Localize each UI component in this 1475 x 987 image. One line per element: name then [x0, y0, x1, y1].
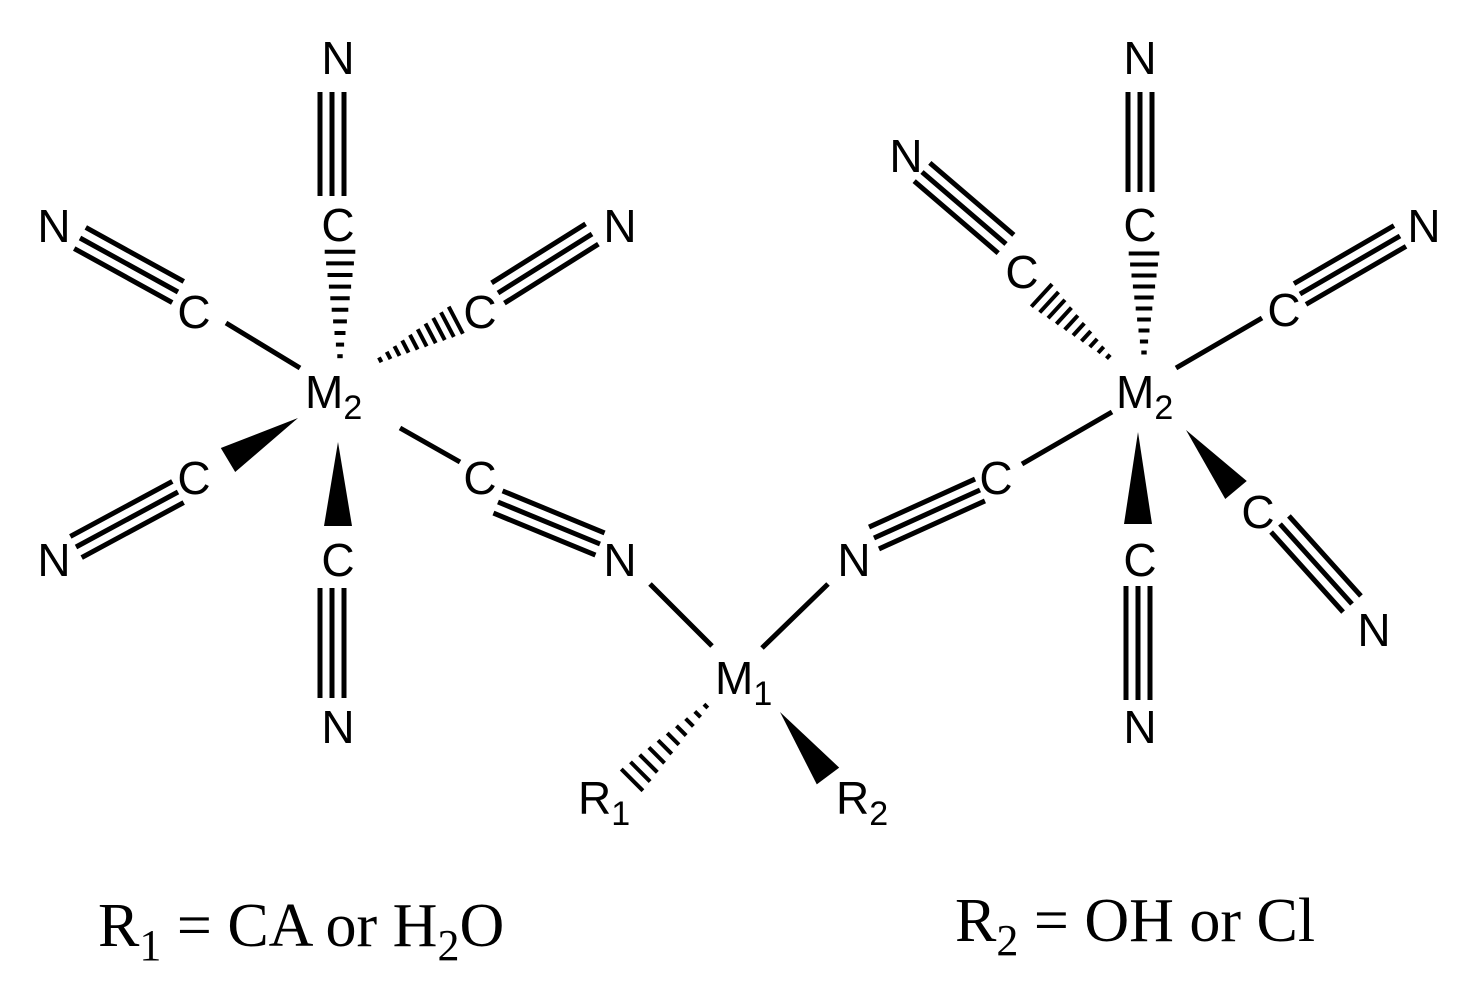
- atom-c-right-bottom: C: [1123, 534, 1156, 586]
- metal-m1-center: M1: [715, 652, 772, 713]
- atom-c-right-top: C: [1123, 199, 1156, 251]
- atom-c-left-top: C: [321, 199, 354, 251]
- atom-c-right-lower-right: C: [1241, 486, 1274, 538]
- atom-n-left-top: N: [321, 32, 354, 84]
- atom-n-right-top: N: [1123, 32, 1156, 84]
- bond-left-m2-to-bridge-c: [398, 425, 462, 465]
- atom-c-left-lower-left: C: [177, 452, 210, 504]
- caption-r1-definition: R1 = CA or H2O: [98, 892, 504, 970]
- atom-c-right-upper-left: C: [1005, 246, 1038, 298]
- bond-left-m2-to-upper-left-c: [224, 320, 302, 371]
- wedge-bond-right-m2-to-lower-right-c: [1186, 430, 1247, 499]
- atom-n-right-upper-left: N: [889, 130, 922, 182]
- bond-right-m2-to-upper-right-c: [1174, 315, 1264, 371]
- bond-left-n-to-m1: [648, 582, 714, 648]
- caption-r2-definition: R2 = OH or Cl: [955, 887, 1315, 965]
- atom-n-left-lower-left: N: [37, 534, 70, 586]
- hashed-bond-left-m2-to-upper-right-c: [377, 305, 465, 364]
- atom-n-right-upper-right: N: [1407, 200, 1440, 252]
- wedge-bond-left-m2-to-bottom-c: [324, 442, 352, 526]
- atom-c-left-bridge: C: [463, 452, 496, 504]
- triple-bond-left-top-cn: [317, 92, 347, 196]
- wedge-bond-m1-to-r2: [780, 712, 840, 785]
- atom-n-left-bottom: N: [321, 701, 354, 753]
- atom-c-right-upper-right: C: [1267, 284, 1300, 336]
- triple-bond-right-top-cn: [1125, 92, 1155, 192]
- hashed-bond-right-m2-to-top-c: [1128, 251, 1160, 355]
- atom-n-right-bridge: N: [837, 534, 870, 586]
- triple-bond-left-upper-right-cn: [490, 221, 600, 306]
- bond-right-m2-to-bridge-c: [1020, 409, 1114, 467]
- bond-right-n-to-m1: [760, 582, 830, 650]
- atom-c-right-bridge: C: [979, 452, 1012, 504]
- atom-c-left-bottom: C: [321, 534, 354, 586]
- hashed-bond-left-m2-to-top-c: [324, 249, 356, 359]
- atom-n-left-upper-left: N: [37, 200, 70, 252]
- atom-n-left-bridge: N: [603, 534, 636, 586]
- ligand-r2: R2: [836, 772, 888, 833]
- wedge-bond-left-m2-to-lower-left-c: [220, 418, 298, 473]
- hashed-bond-right-m2-to-upper-left-c: [1029, 282, 1112, 360]
- triple-bond-left-bottom-cn: [317, 588, 347, 698]
- metal-m2-right: M2: [1116, 366, 1173, 427]
- triple-bond-left-lower-left-cn: [69, 479, 185, 560]
- ligand-r1: R1: [578, 772, 630, 833]
- hashed-bond-m1-to-r1: [619, 702, 710, 793]
- atom-n-left-upper-right: N: [603, 200, 636, 252]
- wedge-bond-right-m2-to-bottom-c: [1124, 432, 1152, 524]
- atom-c-left-upper-left: C: [177, 286, 210, 338]
- triple-bond-left-upper-left-cn: [73, 225, 185, 305]
- triple-bond-left-bridge-cn: [492, 488, 606, 558]
- atom-n-right-lower-right: N: [1357, 604, 1390, 656]
- atom-n-right-bottom: N: [1123, 701, 1156, 753]
- triple-bond-right-bottom-cn: [1123, 586, 1153, 700]
- triple-bond-right-bridge-cn: [868, 476, 986, 552]
- bonds-layer: [69, 92, 1408, 793]
- metal-m2-left: M2: [305, 366, 362, 427]
- triple-bond-right-lower-right-cn: [1269, 514, 1363, 614]
- triple-bond-right-upper-left-cn: [912, 160, 1016, 256]
- triple-bond-right-upper-right-cn: [1292, 223, 1408, 307]
- atom-c-left-upper-right: C: [463, 286, 496, 338]
